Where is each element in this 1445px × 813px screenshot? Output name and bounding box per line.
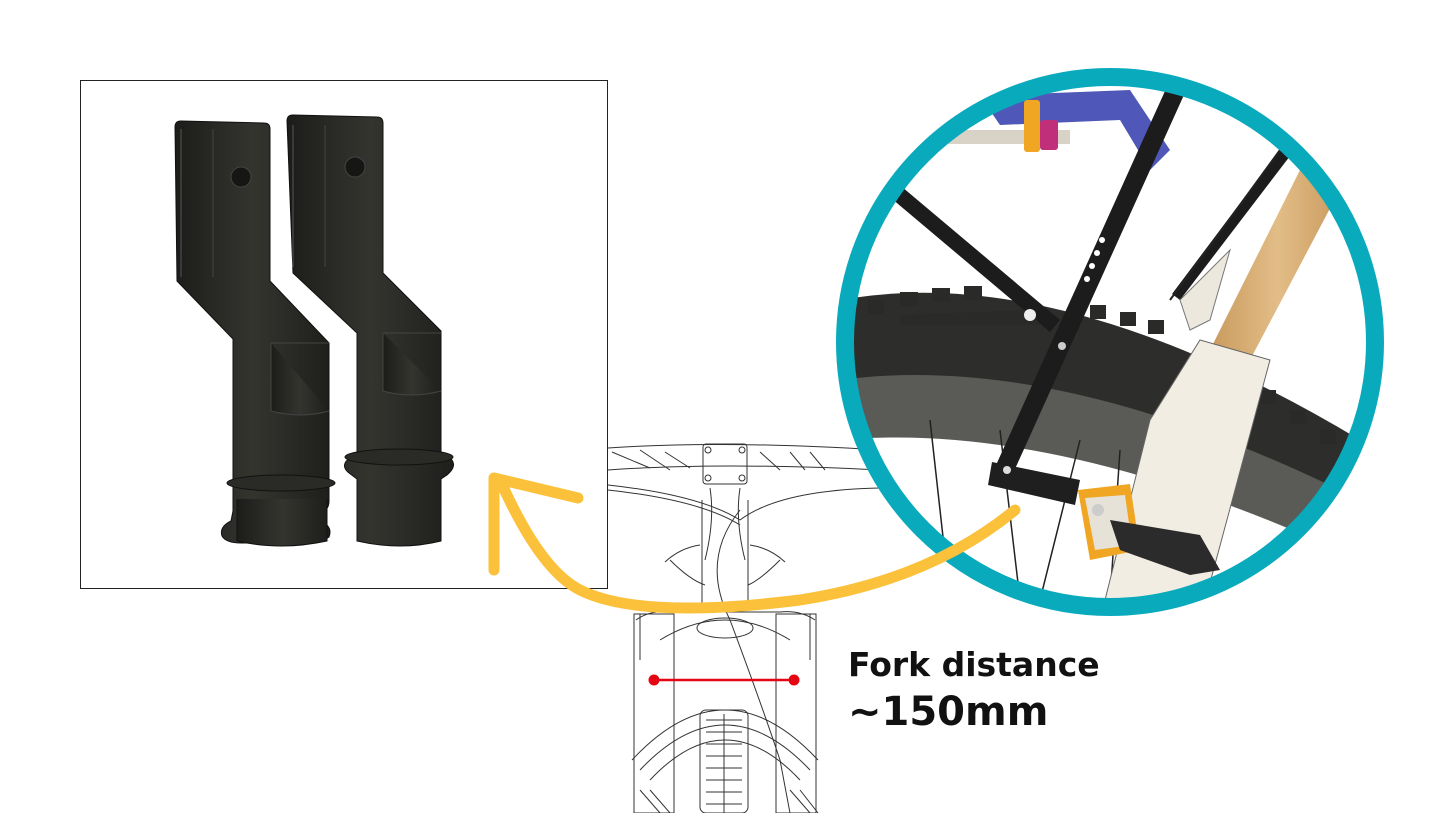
fork-distance-value: ~150mm bbox=[848, 689, 1049, 735]
fork-distance-title: Fork distance bbox=[848, 645, 1100, 684]
adapter-right bbox=[286, 114, 454, 547]
detail-circle-ring bbox=[836, 68, 1384, 616]
product-render-panel bbox=[80, 80, 608, 589]
adapter-left bbox=[174, 120, 336, 547]
fork-distance-label: Fork distance ~150mm bbox=[848, 644, 1100, 738]
fork-adapters-render bbox=[174, 114, 454, 547]
